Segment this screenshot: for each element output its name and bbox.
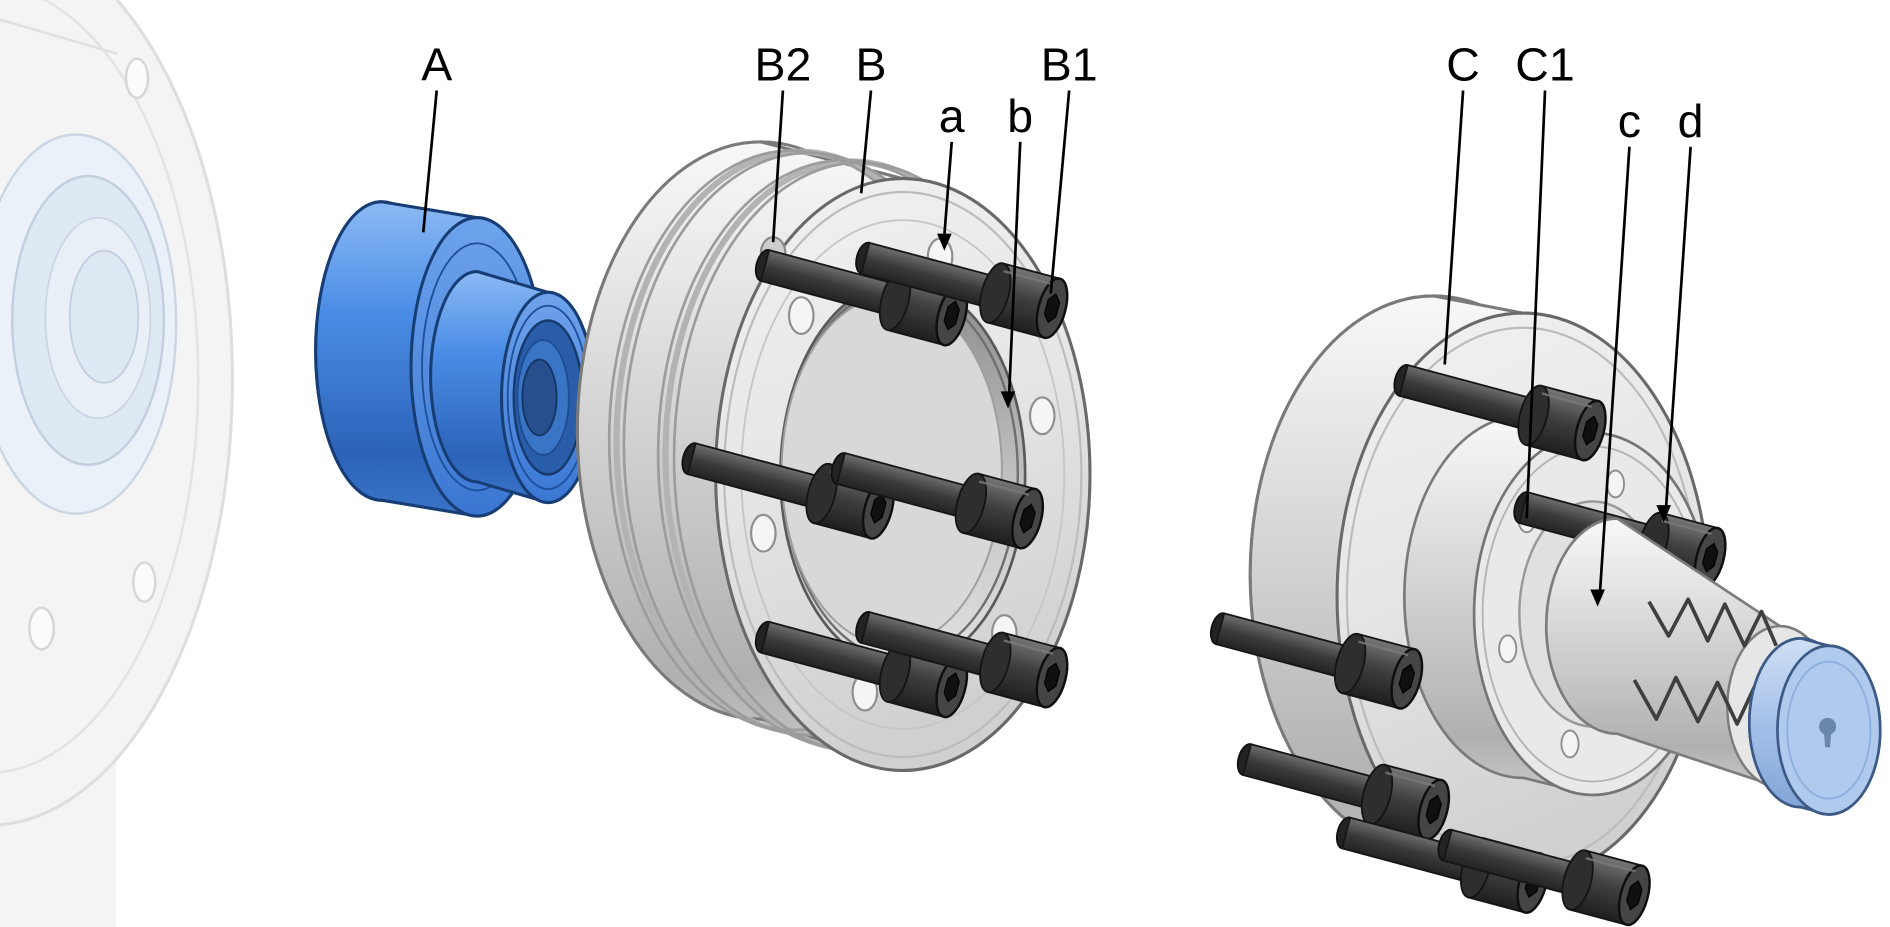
leader-line-b — [1007, 141, 1022, 393]
label-B2: B2 — [754, 39, 811, 91]
arrowhead-a — [937, 233, 952, 251]
label-A: A — [421, 39, 452, 91]
label-c: c — [1618, 95, 1641, 147]
end-cap-keyhole-slot — [1823, 732, 1832, 748]
part-a-bore-deep — [521, 358, 558, 437]
leader-line-C1 — [1525, 90, 1547, 519]
label-B: B — [855, 39, 886, 91]
part-c1-face-hole — [1498, 634, 1518, 664]
leader-line-B — [859, 90, 873, 194]
leader-line-A — [421, 90, 439, 233]
label-b: b — [1007, 90, 1033, 142]
part-b-face-hole — [787, 296, 815, 335]
arrowhead-d — [1656, 505, 1672, 523]
ghost-bolt-hole — [28, 606, 56, 651]
part-c-collet-nose — [1544, 517, 1882, 816]
ghost-bolt-hole — [132, 561, 157, 603]
end-cap-keyhole — [1819, 717, 1837, 735]
leader-line-c — [1598, 146, 1631, 591]
part-c1-face-hole — [1560, 729, 1580, 759]
part-a-blue-bushing — [314, 200, 597, 518]
ghost-spindle — [0, 0, 234, 927]
annotations: A B2 B a b B1 C C1 c d — [421, 39, 1704, 607]
ghost-spindle-edge-line — [0, 18, 118, 55]
label-C: C — [1446, 39, 1480, 91]
ghost-spindle-rim — [0, 0, 200, 774]
part-b-face-hole — [750, 513, 777, 553]
leader-line-B1 — [1049, 90, 1071, 294]
arrowhead-b — [1000, 391, 1016, 409]
leader-line-B2 — [771, 90, 785, 243]
end-cap-ring — [1786, 660, 1872, 800]
part-b-face-hole — [1028, 396, 1056, 436]
label-a: a — [939, 90, 965, 142]
label-B1: B1 — [1041, 39, 1098, 91]
collet-spring-slot — [1647, 597, 1778, 648]
leader-line-C — [1443, 90, 1465, 365]
label-C1: C1 — [1515, 39, 1574, 91]
arrowhead-c — [1590, 589, 1605, 607]
leader-line-a — [943, 141, 954, 235]
ghost-spindle-bore-center — [68, 249, 140, 384]
label-d: d — [1678, 95, 1704, 147]
ghost-bolt-hole — [124, 57, 150, 100]
part-c1-face-hole — [1605, 469, 1626, 499]
leader-line-d — [1664, 146, 1692, 507]
